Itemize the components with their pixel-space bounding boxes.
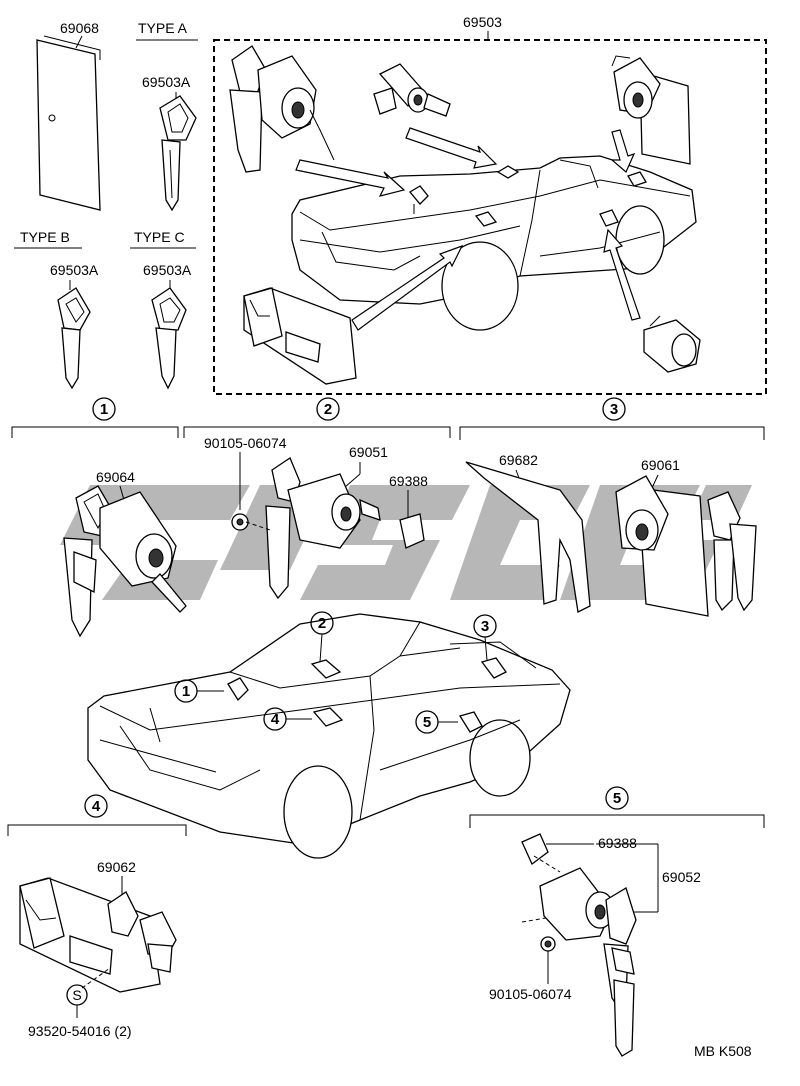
lock-cylinder-icon-section-3 [615,475,757,617]
lock-cylinder-icon-section-4 [19,877,177,993]
car-callout-4-label: 4 [271,711,280,728]
lock-cylinder-icon-section-2 [231,457,425,600]
section-number-1: 1 [100,401,108,418]
section-header-3: 3 [459,397,765,440]
car-lock-markers-top [409,165,647,227]
section-number-3: 3 [610,401,618,418]
section-header-5: 5 [469,786,765,828]
car-callout-3-label: 3 [481,618,489,635]
part-number-90105-06074-section-2: 90105-06074 [204,435,287,451]
part-number-69064: 69064 [96,469,135,485]
car-outline-icon-lower [87,613,571,859]
car-outline-icon [291,155,697,331]
kit-69503-dashed-box [213,39,767,395]
part-number-69503a-type-b: 69503A [50,262,99,278]
part-number-69052: 69052 [662,869,701,885]
part-number-69503a-type-a: 69503A [142,74,191,90]
part-number-69061: 69061 [641,457,680,473]
part-number-69062: 69062 [97,859,136,875]
type-b-label: TYPE B [20,229,70,245]
car-callout-5: 5 [415,710,483,734]
part-number-69051: 69051 [349,444,388,460]
diagram-code: MB K508 [694,1043,752,1059]
key-type-b-icon [57,287,91,390]
car-callout-1: 1 [174,677,249,703]
part-number-90105-06074-section-5: 90105-06074 [489,986,572,1002]
lock-cylinder-icon-top-middle [373,63,451,117]
key-type-a-icon [159,95,197,212]
lock-cylinder-icon-section-1 [63,485,187,638]
section-number-5: 5 [613,790,621,807]
part-number-69068: 69068 [60,20,99,36]
section-number-4: 4 [92,798,101,815]
key-type-c-icon [151,287,187,390]
car-callout-2-label: 2 [318,615,326,632]
pointer-arrows-top [295,127,641,331]
section-number-2: 2 [324,401,332,418]
part-number-69388-section-5: 69388 [598,835,637,851]
cover-plate-69682 [465,461,591,613]
type-a-label: TYPE A [138,20,188,36]
car-callout-1-label: 1 [182,683,190,700]
section-header-1: 1 [11,397,179,438]
car-callout-2: 2 [310,611,342,679]
part-number-69503a-type-c: 69503A [143,262,192,278]
lock-cylinder-icon-box-bottom-left [243,287,357,385]
car-callout-3: 3 [473,614,507,679]
section-header-4: 4 [7,794,187,836]
section-header-2: 2 [183,397,451,438]
part-number-69503: 69503 [463,14,502,30]
lock-cylinder-icon-top-left [229,45,335,173]
lock-cylinder-icon-section-5 [521,833,637,1057]
type-c-label: TYPE C [134,229,185,245]
lock-cylinder-icon-box-bottom-right [643,315,701,373]
part-number-93520-54016: 93520-54016 (2) [28,1023,132,1039]
car-callout-5-label: 5 [423,714,431,731]
key-plate-69068 [36,35,101,211]
part-number-69388-section-2: 69388 [389,473,428,489]
car-callout-4: 4 [263,707,344,731]
screw-symbol-s-label: S [72,987,81,1003]
part-number-69682: 69682 [499,452,538,468]
screw-symbol-s: S [66,967,111,1018]
lock-cylinder-icon-top-right [611,55,691,165]
